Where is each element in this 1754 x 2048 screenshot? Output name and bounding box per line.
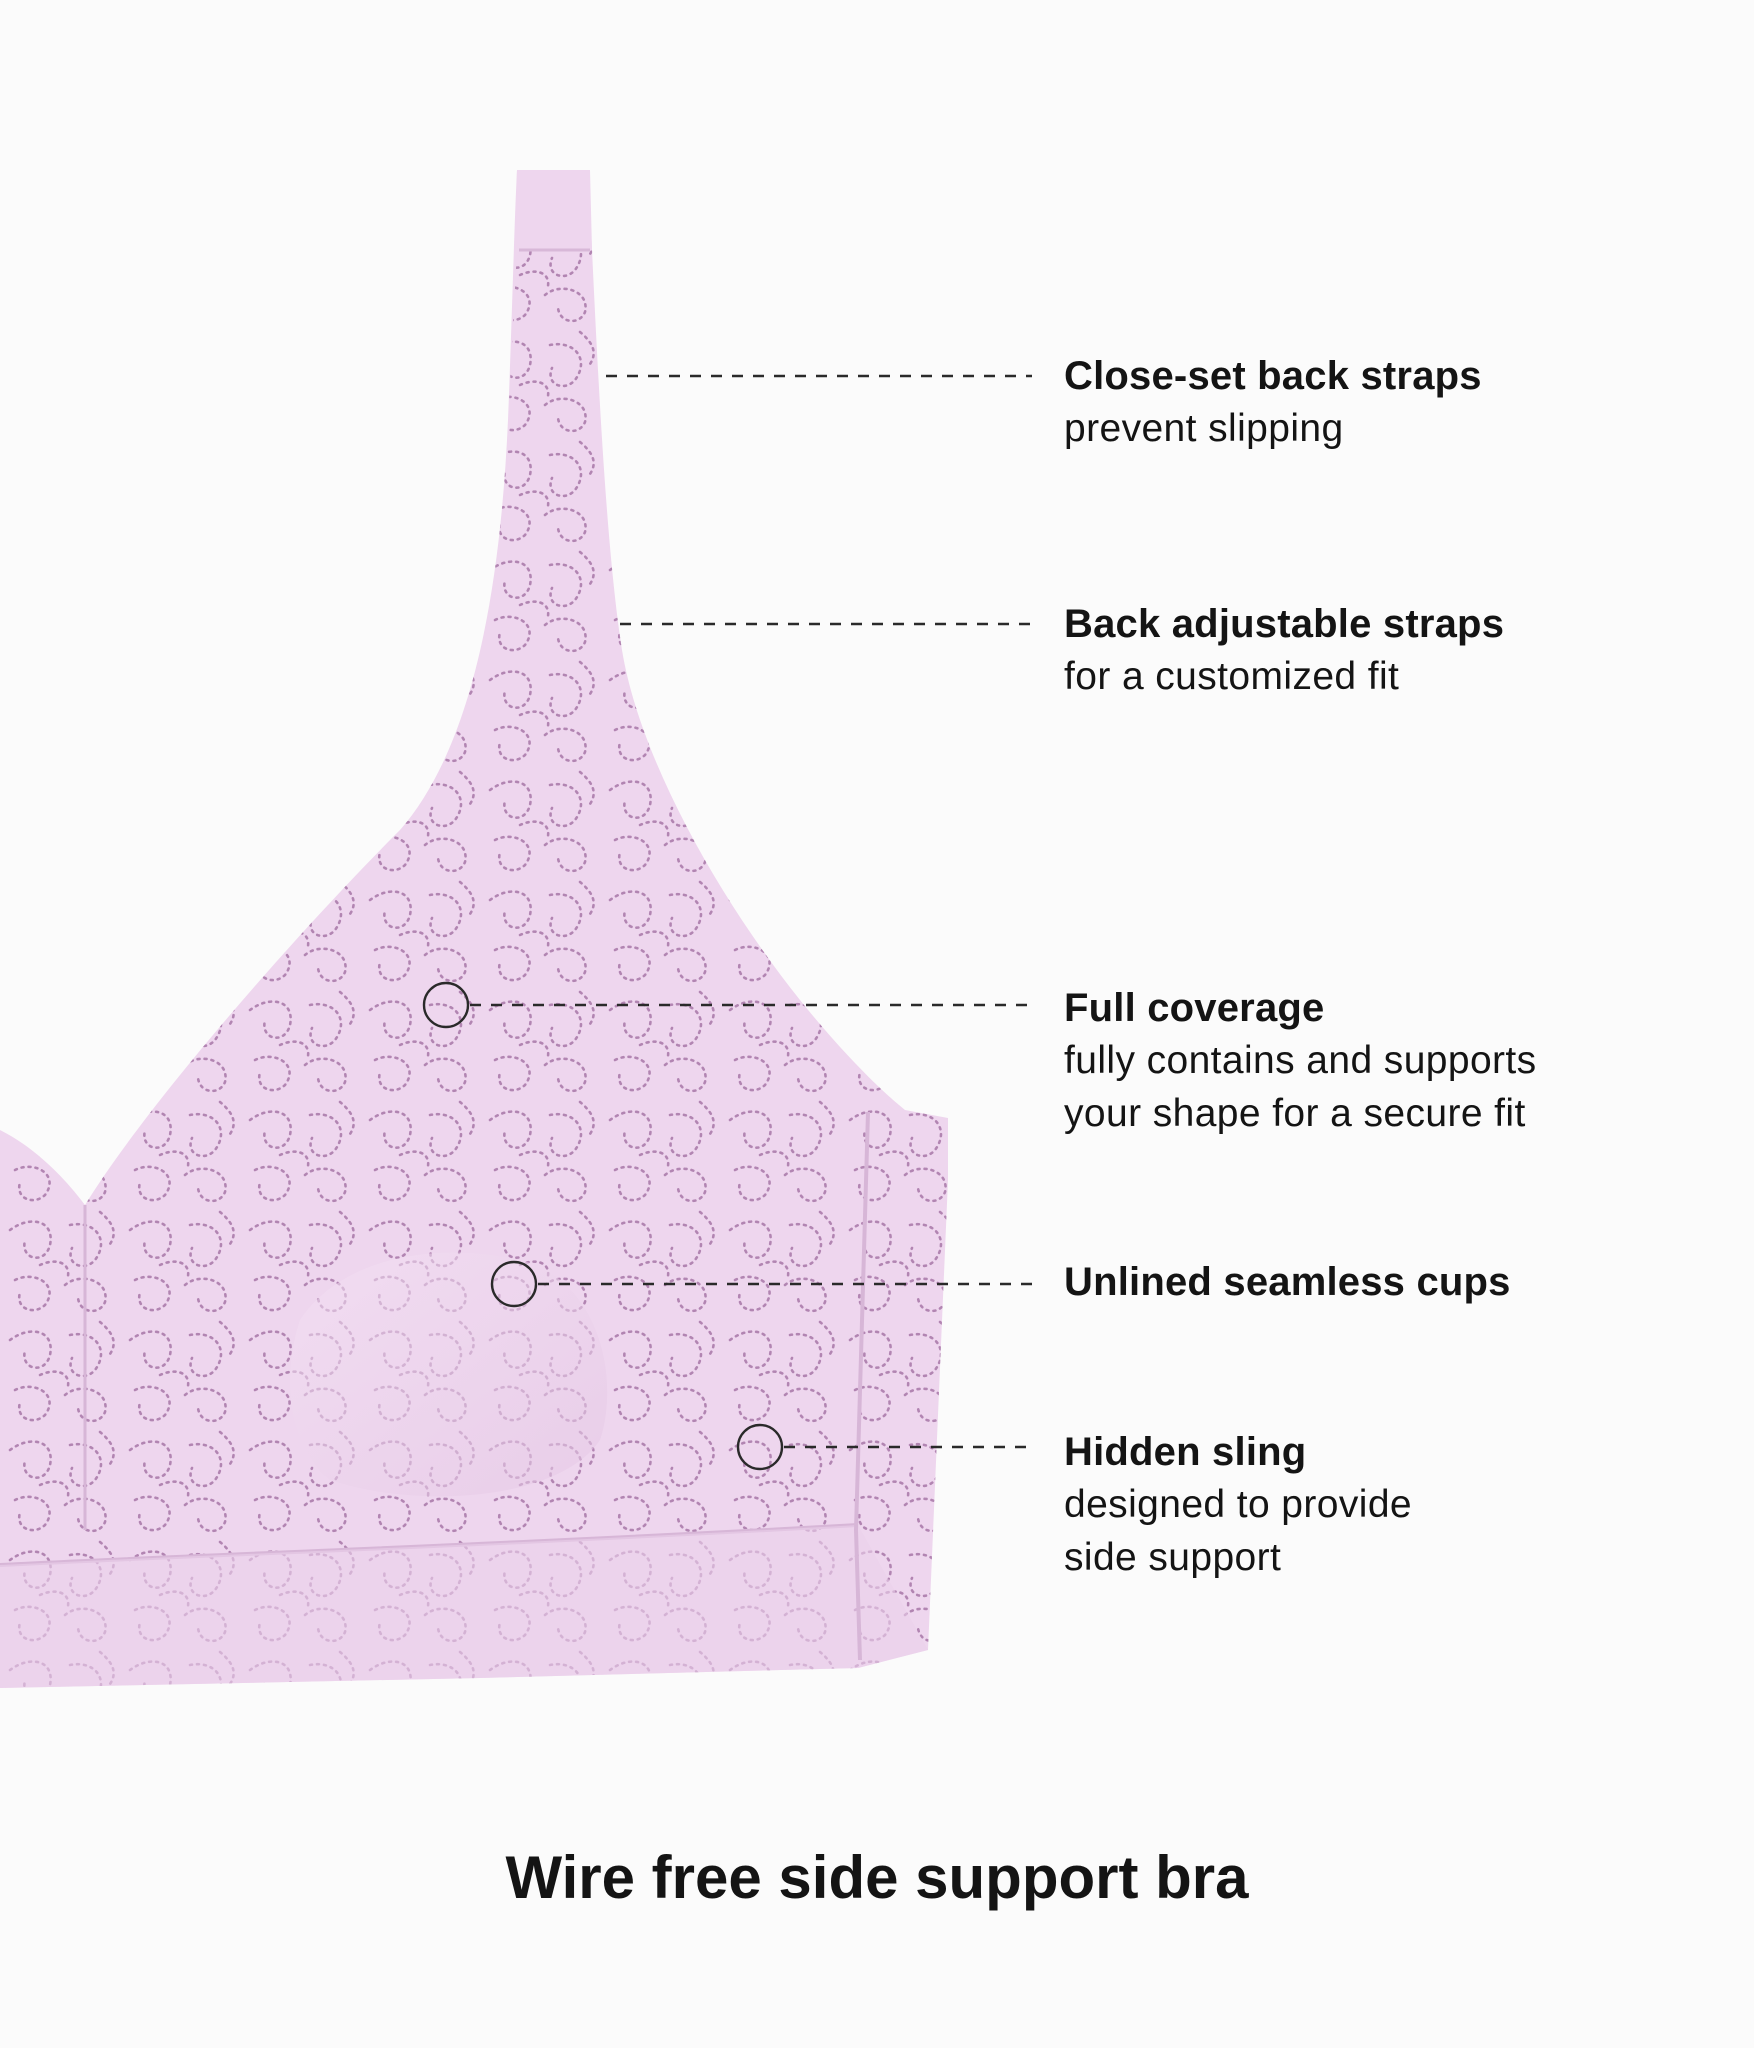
- feature-description: designed to provide side support: [1064, 1483, 1413, 1579]
- feature-title: Unlined seamless cups: [1064, 1260, 1511, 1304]
- callouts: [422, 374, 1032, 1471]
- callout-marker-coverage: [422, 981, 470, 1029]
- feature-adjustable-straps: Back adjustable straps for a customized …: [1064, 598, 1724, 703]
- callout-marker-sling: [736, 1423, 784, 1471]
- feature-title: Close-set back straps: [1064, 354, 1482, 398]
- product-title: Wire free side support bra: [505, 1844, 1249, 1911]
- feature-description: prevent slipping: [1064, 407, 1344, 450]
- feature-title: Hidden sling: [1064, 1430, 1307, 1474]
- feature-description: for a customized fit: [1064, 655, 1400, 698]
- feature-close-set-straps: Close-set back straps prevent slipping: [1064, 350, 1724, 455]
- bra-lace-overlay: [0, 250, 948, 1688]
- feature-description: fully contains and supports your shape f…: [1064, 1039, 1537, 1135]
- bra-garment: [0, 170, 948, 1688]
- feature-title: Full coverage: [1064, 986, 1325, 1030]
- side-panel-seam: [853, 1111, 870, 1661]
- callout-marker-cups: [490, 1260, 538, 1308]
- feature-hidden-sling: Hidden sling designed to provide side su…: [1064, 1426, 1724, 1584]
- strap-tip: [515, 170, 592, 250]
- feature-title: Back adjustable straps: [1064, 602, 1505, 646]
- feature-full-coverage: Full coverage fully contains and support…: [1064, 982, 1724, 1140]
- bra-cup-shading: [290, 1252, 608, 1497]
- feature-seamless-cups: Unlined seamless cups: [1064, 1256, 1724, 1308]
- underband: [0, 1525, 928, 1688]
